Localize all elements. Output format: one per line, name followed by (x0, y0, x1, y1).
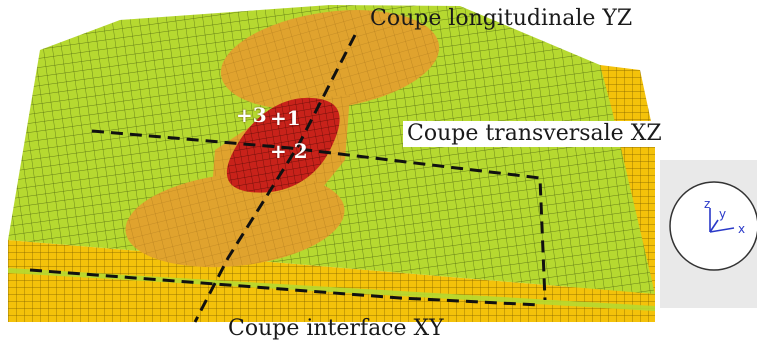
z-axis-label: z (704, 197, 710, 211)
label-cut-xz: Coupe transversale XZ (403, 121, 666, 147)
y-axis-line (709, 219, 719, 233)
green-layer-band (8, 268, 655, 311)
cut-line-xy (29, 268, 541, 307)
axis-triad: x z y (669, 181, 757, 271)
label-cut-xy: Coupe interface XY (228, 316, 444, 341)
stress-zone-lower (125, 172, 345, 268)
label-cut-yz: Coupe longitudinale YZ (370, 6, 633, 31)
point-1-marker: +1 (270, 106, 301, 130)
x-axis-label: x (738, 222, 745, 236)
cut-line-yz (193, 34, 357, 323)
point-2-marker: + 2 (270, 139, 308, 163)
stress-zone-upper (220, 10, 440, 110)
cut-line-xz (91, 129, 547, 301)
point-3-marker: +3 (236, 103, 267, 127)
x-axis-line (709, 227, 735, 233)
y-axis-label: y (719, 207, 726, 221)
